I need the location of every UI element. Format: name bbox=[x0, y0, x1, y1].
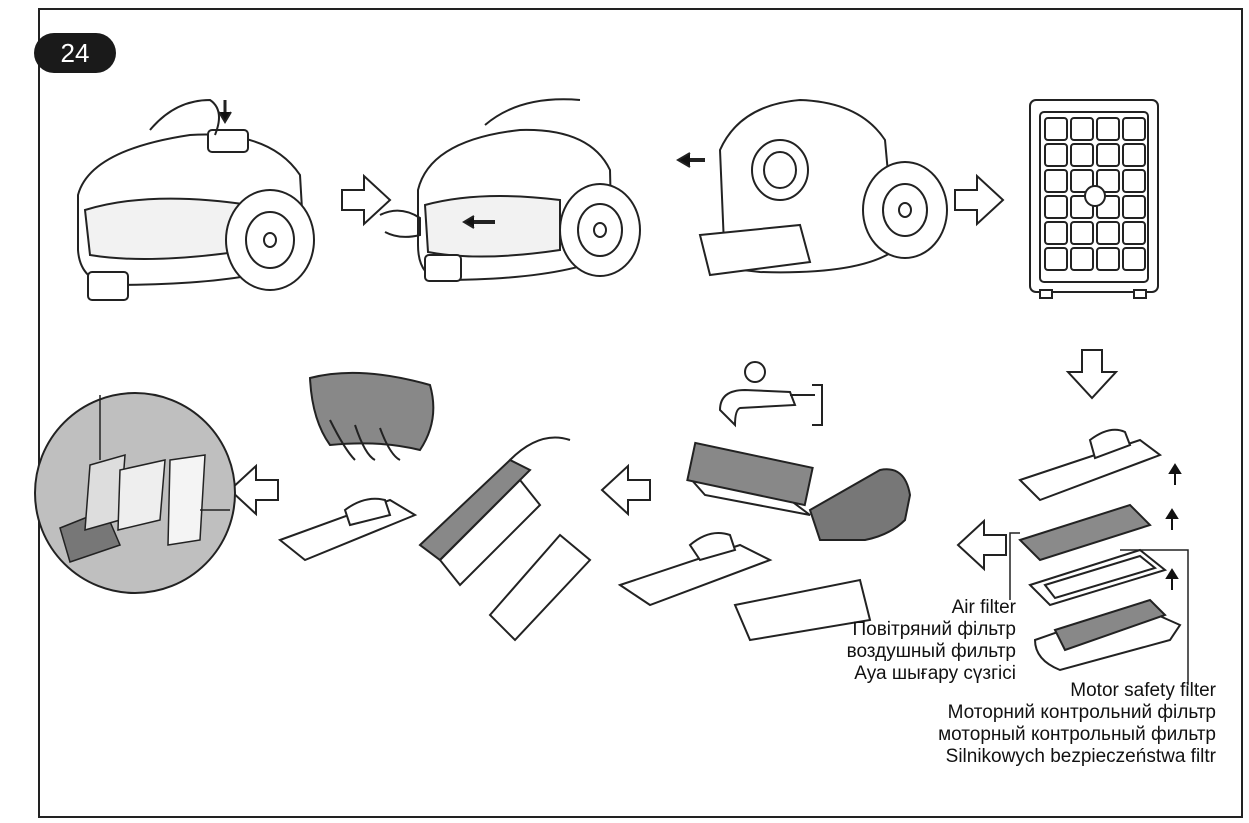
motor-filter-label-uk: Моторний контрольний фільтр bbox=[947, 702, 1216, 723]
squeeze-sponge-filter bbox=[277, 371, 592, 642]
step-arrow-down bbox=[1067, 349, 1117, 399]
vacuum-cleaner-step-1 bbox=[77, 98, 315, 301]
air-filter-label-kk: Ауа шығару сүзгісі bbox=[854, 663, 1016, 684]
step-arrow-4 bbox=[601, 465, 651, 515]
diagram-frame bbox=[38, 8, 1243, 818]
step-arrow-5 bbox=[229, 465, 279, 515]
step-number-badge: 24 bbox=[34, 33, 116, 73]
air-filter-leader-line bbox=[1009, 532, 1020, 600]
drying-inset bbox=[34, 392, 236, 594]
vacuum-cleaner-step-3 bbox=[676, 98, 948, 277]
motor-filter-label-en: Motor safety filter bbox=[1070, 680, 1216, 701]
air-filter-label-en: Air filter bbox=[951, 597, 1016, 618]
air-filter-label-uk: Повітряний фільтр bbox=[852, 619, 1016, 640]
up-arrow-3 bbox=[1166, 569, 1178, 591]
filter-grid bbox=[1029, 99, 1159, 299]
step-arrow-3 bbox=[957, 520, 1007, 570]
air-filter-label: Air filter Повітряний фільтр воздушный ф… bbox=[847, 597, 1016, 685]
motor-filter-leader-line bbox=[1120, 549, 1189, 685]
washing-filter-tap bbox=[617, 361, 912, 642]
air-filter-label-ru: воздушный фильтр bbox=[846, 641, 1016, 662]
up-arrow-2 bbox=[1166, 509, 1178, 531]
step-arrow-2 bbox=[954, 175, 1004, 225]
motor-filter-label: Motor safety filter Моторний контрольний… bbox=[938, 680, 1216, 768]
step-arrow-1 bbox=[341, 175, 391, 225]
exploded-filter-assembly bbox=[1018, 428, 1182, 672]
up-arrow-1 bbox=[1169, 464, 1181, 486]
motor-filter-label-ru: моторный контрольный фильтр bbox=[938, 724, 1216, 745]
vacuum-cleaner-step-2 bbox=[379, 98, 641, 282]
motor-filter-label-pl: Silnikowych bezpieczeństwa filtr bbox=[945, 746, 1216, 767]
